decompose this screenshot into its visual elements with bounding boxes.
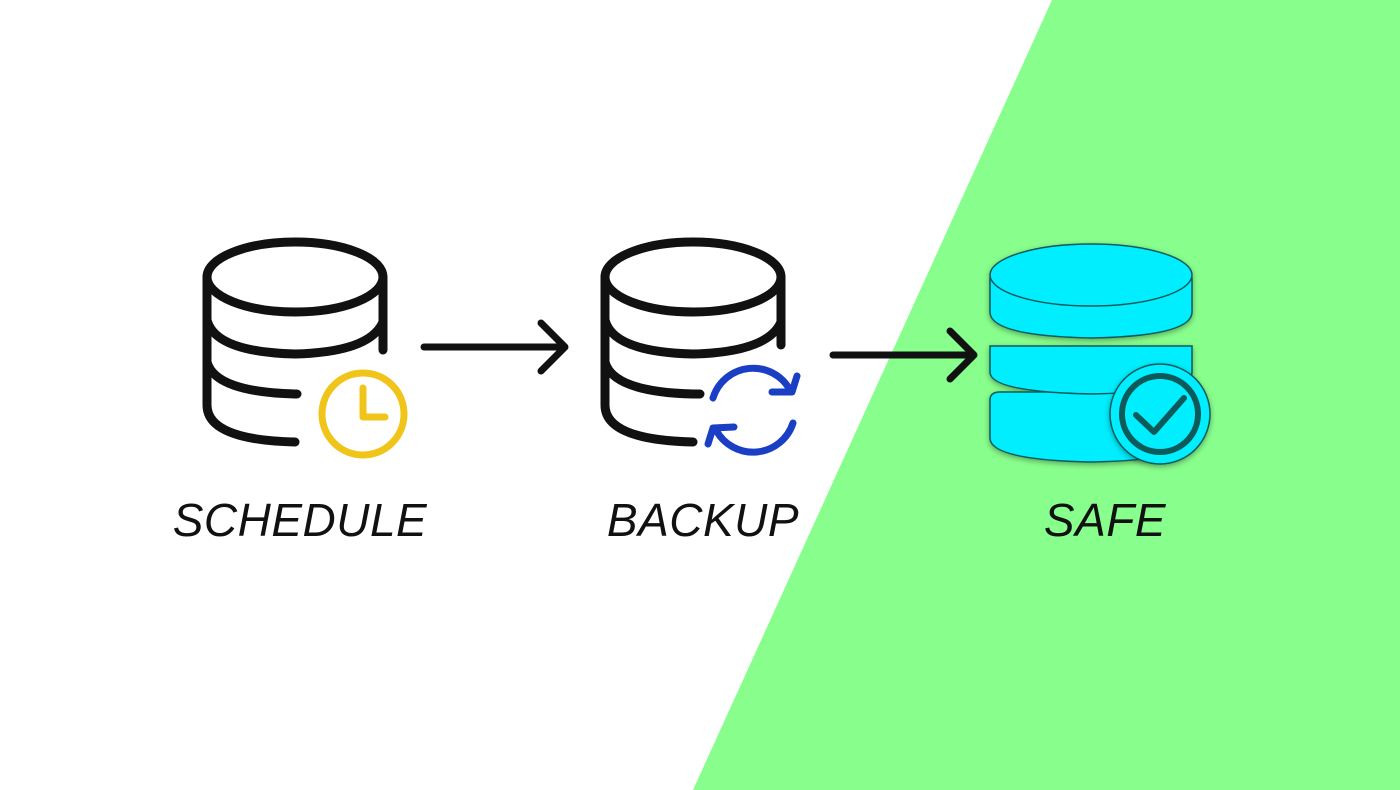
arrow-backup-to-safe [829,327,978,383]
step-label-backup: BACKUP [606,494,800,546]
clock-icon [318,369,408,459]
step-label-schedule: SCHEDULE [172,494,428,546]
check-circle-icon [1109,363,1211,465]
arrow-schedule-to-backup [420,319,569,375]
schedule-database-icon [202,237,388,447]
sync-arrows-icon [704,364,801,456]
step-label-safe: SAFE [1043,494,1167,546]
backup-database-icon [600,237,786,447]
